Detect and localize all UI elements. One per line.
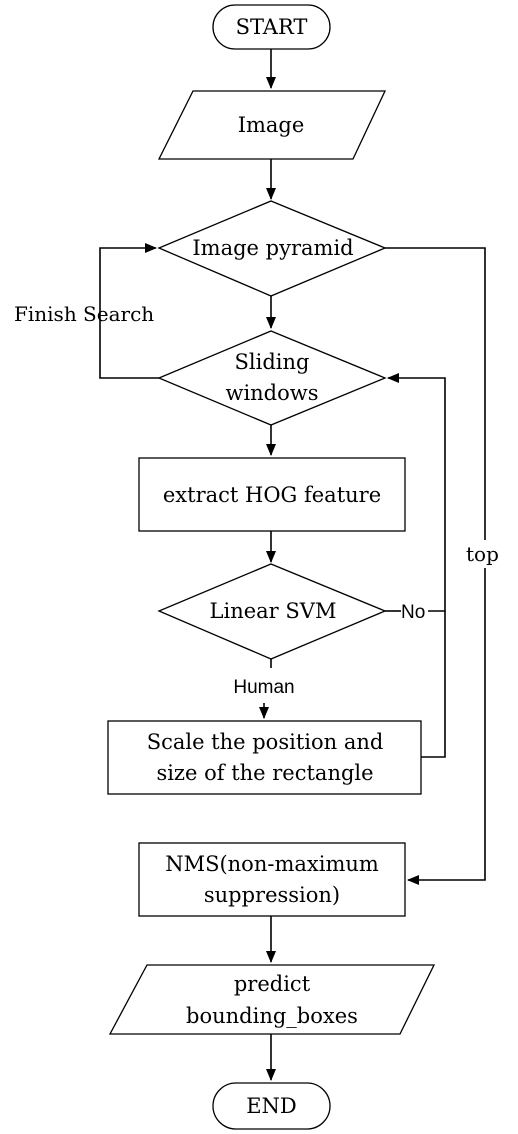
edge-scale-return	[421, 611, 446, 758]
start-label: START	[236, 15, 308, 39]
image-label: Image	[238, 113, 305, 137]
hog-label: extract HOG feature	[163, 483, 381, 507]
scale-process	[107, 720, 422, 795]
human-label: Human	[233, 677, 294, 698]
nms-label-line1: NMS(non-maximum	[165, 852, 379, 876]
svm-label: Linear SVM	[210, 599, 337, 623]
image-input	[157, 90, 387, 160]
scale-label-line2: size of the rectangle	[156, 761, 373, 785]
top-label-bg	[462, 540, 508, 568]
pyramid-label: Image pyramid	[192, 236, 353, 260]
edge-finish-search-loop	[99, 243, 159, 379]
finish-search-label: Finish Search	[14, 302, 154, 326]
predict-label-line1: predict	[234, 972, 311, 996]
sliding-label-line2: windows	[225, 381, 318, 405]
end-label: END	[246, 1094, 297, 1118]
no-label: No	[401, 602, 425, 623]
scale-label-line1: Scale the position and	[147, 730, 384, 754]
nms-process	[138, 842, 406, 917]
end-terminator	[212, 1082, 331, 1130]
predict-label-line2: bounding_boxes	[186, 1004, 358, 1028]
top-label: top	[466, 542, 499, 566]
sliding-label-line1: Sliding	[235, 350, 310, 374]
predict-output	[108, 964, 436, 1035]
hog-process	[138, 457, 406, 532]
sliding-decision	[157, 330, 387, 426]
nms-label-line2: suppression)	[204, 883, 340, 907]
edge-no-return	[387, 373, 446, 612]
